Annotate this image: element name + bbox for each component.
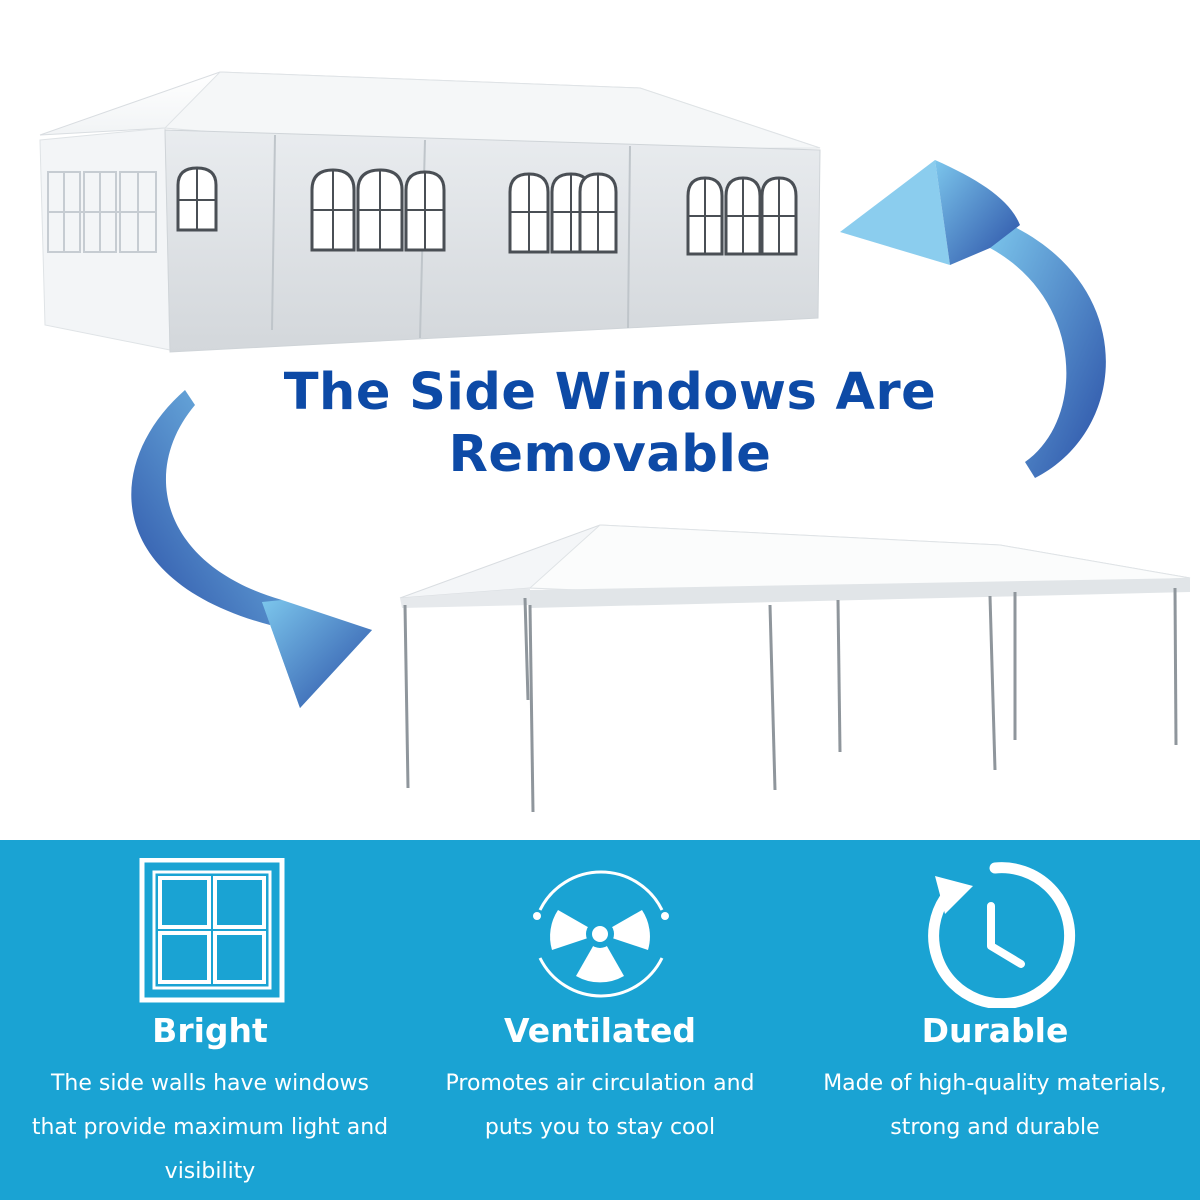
product-scene: [39, 71, 1191, 813]
feature-description: The side walls have windows that provide…: [31, 1071, 389, 1184]
feature-description: Promotes air circulation and puts you to…: [445, 1071, 755, 1140]
arrow-down-icon: [131, 390, 372, 708]
arrow-up-icon: [840, 160, 1106, 478]
fan-icon: [400, 858, 800, 1008]
feature-title: Durable: [921, 1011, 1069, 1050]
headline-line2: Removable: [448, 425, 772, 484]
feature-description: Made of high-quality materials, strong a…: [823, 1071, 1167, 1140]
clock-icon: [795, 858, 1195, 1010]
tent-with-walls: [39, 71, 821, 353]
headline: The Side Windows Are Removable: [180, 362, 1040, 486]
feature-ventilated: Ventilated Promotes air circulation and …: [400, 840, 800, 1200]
tent-without-walls: [399, 524, 1191, 813]
feature-durable: Durable Made of high-quality materials, …: [795, 840, 1195, 1200]
feature-title: Ventilated: [503, 1011, 697, 1050]
tent-illustrations: [39, 71, 1191, 813]
window-icon: [10, 857, 410, 1008]
feature-title: Bright: [152, 1011, 268, 1050]
headline-line1: The Side Windows Are: [283, 363, 937, 422]
feature-band: Bright The side walls have windows that …: [0, 840, 1200, 1200]
feature-bright: Bright The side walls have windows that …: [10, 840, 410, 1200]
